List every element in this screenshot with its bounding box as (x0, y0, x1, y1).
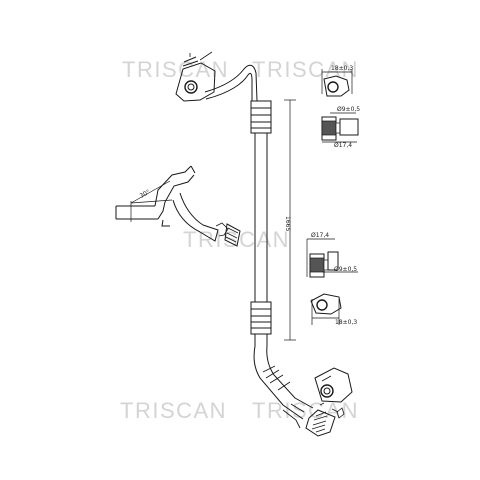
angle-label: 30° (139, 189, 152, 200)
watermark-group: TRISCAN TRISCAN TRISCAN TRISCAN TRISCAN (120, 57, 358, 423)
watermark-middle: TRISCAN (183, 227, 290, 252)
detail-mid-section-label-1: Ø17,4 (311, 232, 329, 239)
watermark-bottom-left: TRISCAN (120, 398, 227, 423)
top-banjo-fitting (175, 51, 216, 102)
bottom-banjo-fitting (314, 367, 353, 403)
upper-crimp-sleeve (250, 100, 272, 134)
length-dimension: 1665 (284, 99, 296, 341)
detail-bottom-banjo-label: 18±0,3 (335, 319, 357, 326)
detail-bottom-banjo: 18±0,3 (310, 293, 357, 326)
bottom-threaded-nut (305, 402, 345, 437)
detail-mid-section-label-2: Ø9±0,5 (334, 266, 357, 273)
hose-top-bend (204, 64, 258, 102)
hose-side-view: 30° (115, 165, 241, 247)
detail-top-banjo-label: 18±0,3 (331, 65, 353, 72)
hose-straight-section (254, 133, 268, 302)
lower-crimp-sleeve (250, 301, 272, 335)
detail-top-section-label-1: Ø9±0,5 (337, 106, 360, 113)
detail-top-section-label-2: Ø17,4 (334, 142, 352, 149)
lower-pipe (253, 334, 314, 429)
length-label: 1665 (284, 216, 291, 231)
detail-mid-section: Ø17,4 Ø9±0,5 (306, 232, 358, 278)
detail-top-banjo: 18±0,3 (321, 65, 353, 97)
detail-top-section: Ø9±0,5 Ø17,4 (321, 106, 360, 149)
watermark-top-left: TRISCAN (122, 57, 229, 82)
